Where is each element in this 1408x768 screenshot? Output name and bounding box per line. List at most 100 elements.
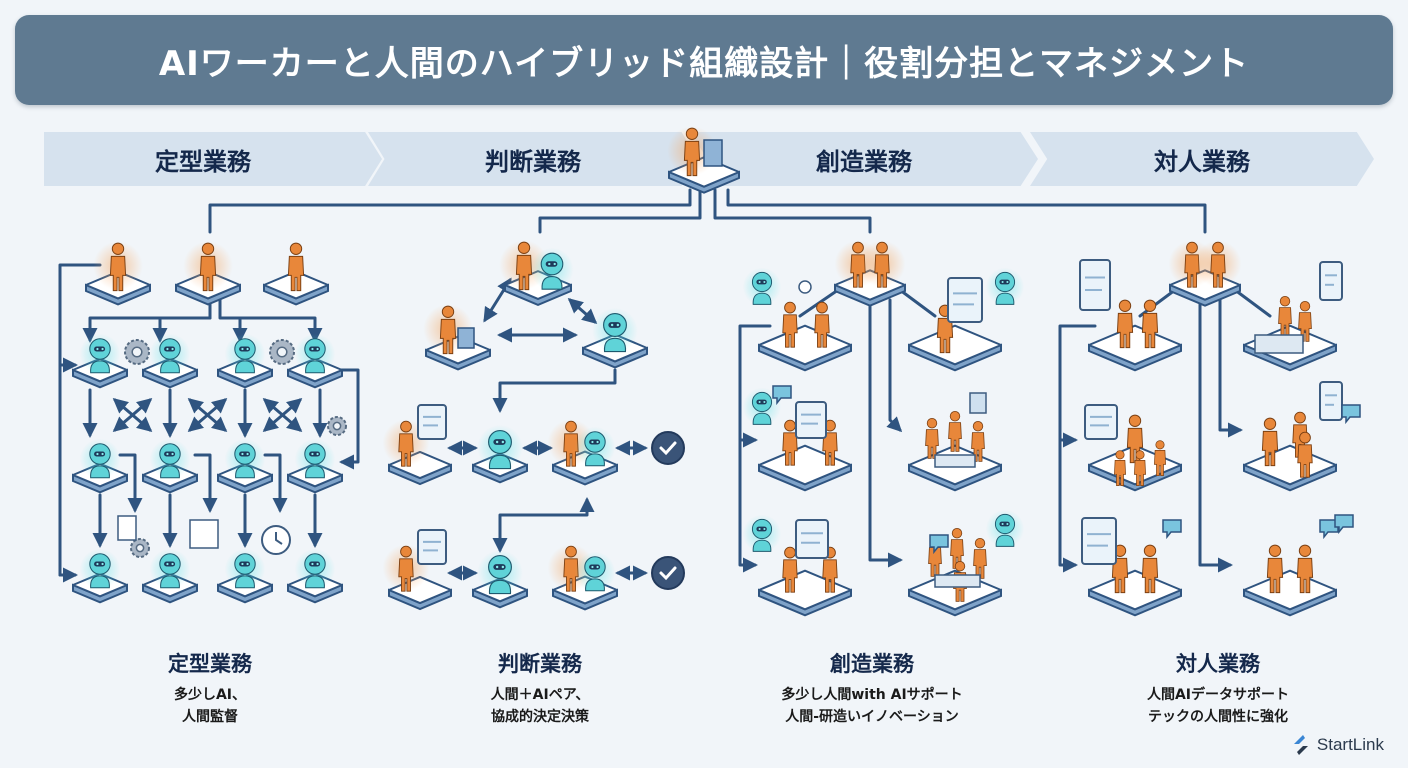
ai-robot-icon [224,333,266,375]
section-desc-line1: 多少しAI、 [173,687,247,703]
connector-line [1218,298,1243,438]
chart-board-icon [417,404,447,440]
chat-bubble-icon [1162,519,1182,540]
gear-icon [124,339,150,365]
person-icon [973,537,987,579]
gear-icon [130,538,150,558]
banner-label: 判断業務 [485,147,581,176]
banner-label: 創造業務 [816,147,912,176]
tablet-icon [1319,381,1343,421]
connector-line [152,316,212,343]
desk-icon [703,139,723,167]
person-icon [822,419,838,466]
section-desc-line2: 人間-研造いイノベーション [785,709,959,725]
ai-robot-icon [742,514,782,553]
chat-bubble-icon [929,534,949,555]
person-platform [263,270,329,306]
section-interpersonal: 対人業務 人間AIデータサポート テックの人間性に強化 [1068,648,1368,728]
section-desc-line1: 多少し人間with AIサポート [781,687,963,703]
spreadsheet-icon [189,519,219,549]
ai-robot-icon [574,551,616,593]
section-desc-line1: 人間AIデータサポート [1146,687,1290,703]
team-platform [758,444,852,492]
whiteboard-icon [795,519,829,559]
connector-line [538,188,702,234]
person-icon [1116,299,1134,349]
person-icon [1141,544,1159,594]
connector-line [187,398,228,432]
ai-robot-icon [79,438,121,480]
person-icon [971,420,985,462]
reception-desk-icon [1254,334,1304,354]
banner-step-interpersonal: 対人業務 [1030,132,1374,186]
team-platform [908,324,1002,372]
page-title: AIワーカーと人間のハイブリッド組織設計｜役割分担とマネジメント [158,43,1250,84]
chat-bubble-icon [1341,404,1361,425]
lightbulb-icon [798,280,812,294]
section-heading: 対人業務 [1176,652,1260,676]
section-heading: 創造業務 [830,652,914,676]
connector-line [492,497,595,553]
section-heading: 定型業務 [168,652,252,676]
person-icon [1134,450,1146,486]
check-circle-icon [651,556,685,590]
ai-robot-icon [149,548,191,590]
team-platform [1243,569,1337,617]
banner-label: 定型業務 [155,147,251,176]
person-icon [183,241,233,292]
person-icon [782,301,798,348]
org-diagram [58,126,1361,617]
brand-logo: StartLink [1291,734,1384,756]
table-icon [934,454,976,468]
person-icon [382,419,430,467]
brand-name: StartLink [1316,735,1384,754]
person-icon [858,240,906,288]
section-desc-line1: 人間＋AIペア、 [490,687,590,703]
chart-board-icon [417,529,447,565]
ai-robot-icon [985,509,1025,548]
tablet-icon [1079,259,1111,311]
connector-line [263,453,288,513]
gear-icon [327,416,347,436]
banner-label: 対人業務 [1154,147,1250,176]
ai-robot-icon [79,333,121,375]
person-icon [93,241,143,292]
ai-robot-icon [530,247,574,291]
team-platform [1088,324,1182,372]
ai-robot-icon [224,548,266,590]
connector-line [1058,324,1097,448]
ai-robot-icon [742,267,782,306]
ai-robot-icon [294,438,336,480]
connector-line [338,368,360,470]
ai-robot-icon [574,426,616,468]
connector-line [726,188,1207,234]
connector-line [58,263,102,373]
ai-robot-icon [985,267,1025,306]
meeting-platform [908,444,1002,492]
connector-line [218,296,248,343]
table-icon [934,574,981,588]
connector-line [738,324,772,448]
connector-line [713,188,872,234]
team-platform [1088,569,1182,617]
check-circle-icon [651,431,685,465]
connector-line [238,316,323,343]
connector-line [208,188,692,234]
section-desc-line2: 協成的決定決策 [491,709,589,725]
connector-line [1058,438,1078,573]
person-icon [1261,417,1279,467]
person-icon [1278,295,1292,337]
connector-line [1233,288,1272,318]
person-icon [1114,450,1126,486]
ai-robot-icon [149,438,191,480]
ai-robot-icon [477,424,523,471]
banner-step-creative: 創造業務 [690,132,1038,186]
connector-line [1198,298,1233,573]
connector-line [886,298,903,433]
connector-line [492,368,617,413]
person-icon [1297,431,1313,478]
section-desc-line2: テックの人間性に強化 [1148,709,1288,725]
gear-icon [269,339,295,365]
ai-robot-icon [224,438,266,480]
document-icon [969,392,987,414]
